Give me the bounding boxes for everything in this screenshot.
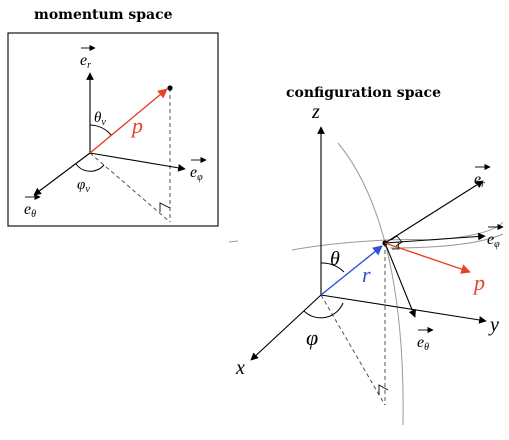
config-dashed-base: [320, 294, 386, 406]
config-right-angle-mark: [378, 384, 389, 395]
theta-nu-label: θν: [94, 110, 106, 128]
config-p-label: p: [472, 270, 485, 295]
z-axis-label: z: [311, 101, 320, 123]
configuration-space-diagram: z y x θ φ r p er eφ eθ: [228, 101, 504, 426]
momentum-p-label: p: [130, 113, 143, 138]
config-e-phi-label: eφ: [487, 231, 500, 250]
tip-orthogonal-mark-1: [390, 235, 403, 247]
latitude-arc-stub: [228, 240, 239, 243]
phi-arc: [303, 302, 344, 319]
momentum-e-theta-label: eθ: [24, 201, 36, 220]
config-e-r-vector: [384, 180, 484, 244]
theta-label: θ: [330, 248, 340, 270]
momentum-e-phi-label: eφ: [190, 164, 203, 183]
momentum-right-angle-mark: [159, 202, 171, 212]
momentum-e-phi-axis: [89, 152, 186, 172]
theta-nu-arc: [89, 124, 112, 136]
phi-nu-arc: [75, 163, 105, 172]
momentum-space-title: momentum space: [34, 7, 173, 23]
momentum-e-theta-axis: [33, 152, 91, 196]
momentum-tip-dot: [167, 85, 173, 91]
tip-orthogonal-mark-2: [392, 241, 400, 250]
momentum-p-vector: [89, 88, 168, 154]
meridian-arc: [337, 142, 404, 426]
config-e-r-label: er: [474, 171, 485, 190]
momentum-e-r-label: er: [80, 52, 91, 71]
momentum-space-diagram: er eφ eθ p θν φν: [24, 44, 207, 223]
phi-nu-label: φν: [77, 177, 90, 195]
momentum-dashed-base: [89, 152, 171, 223]
x-axis: [250, 294, 322, 361]
latitude-arc-lower: [389, 233, 504, 249]
y-axis: [320, 294, 487, 324]
config-e-theta-label: eθ: [417, 334, 429, 353]
momentum-space-frame: [7, 32, 219, 227]
r-label: r: [362, 262, 371, 287]
x-axis-label: x: [235, 357, 245, 379]
y-axis-label: y: [488, 314, 499, 336]
position-r-vector: [320, 245, 383, 296]
theta-arc: [320, 262, 345, 273]
configuration-space-title: configuration space: [286, 85, 441, 101]
config-e-theta-vector: [384, 242, 416, 318]
phi-label: φ: [306, 325, 318, 350]
